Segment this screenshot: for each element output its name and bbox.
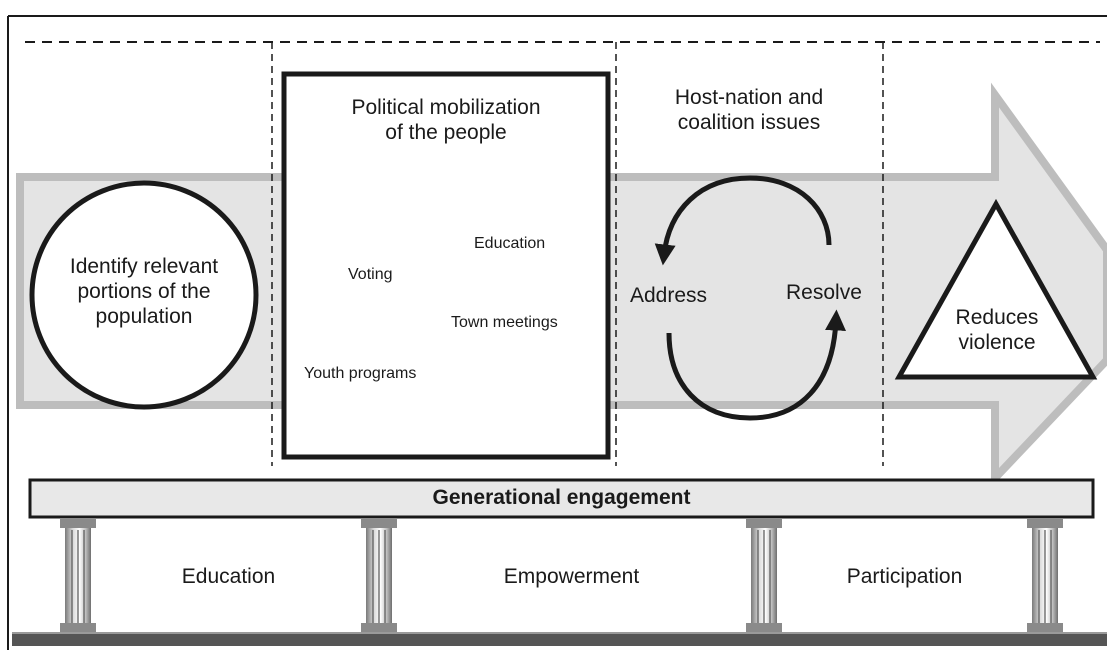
- pillar-1: [60, 519, 96, 632]
- pillar-3: [746, 519, 782, 632]
- pillar-2: [361, 519, 397, 632]
- mobilization-title-line-2: of the people: [385, 120, 507, 144]
- outcome-line-2: violence: [958, 330, 1036, 354]
- mobilization-item-voting: Voting: [348, 266, 393, 283]
- host-nation-title-line-1: Host-nation and: [674, 86, 824, 109]
- identify-line-3: population: [95, 304, 193, 328]
- mobilization-item-education: Education: [474, 235, 546, 252]
- resolve-label: Resolve: [786, 281, 862, 304]
- address-label: Address: [630, 284, 708, 307]
- host-nation-title-line-2: coalition issues: [677, 110, 821, 134]
- mobilization-box: [281, 71, 611, 460]
- pillar-label-participation: Participation: [846, 565, 963, 588]
- mobilization-item-youth-programs: Youth programs: [304, 365, 417, 382]
- cycle-arrow-bottom: [666, 309, 846, 421]
- foundation-base: [12, 632, 1107, 646]
- generational-beam: [28, 478, 1095, 519]
- mobilization-title: Political mobilization of the people: [290, 96, 602, 146]
- identify-line-1: Identify relevant: [69, 255, 219, 278]
- identify-circle: [29, 180, 259, 410]
- beam-label: Generational engagement: [432, 486, 691, 509]
- reduces-violence-triangle: [894, 198, 1098, 380]
- pillar-label-empowerment: Empowerment: [503, 565, 640, 588]
- identify-label: Identify relevant portions of the popula…: [34, 255, 254, 329]
- pillar-label-education: Education: [181, 565, 276, 588]
- pillar-4: [1027, 519, 1063, 632]
- mobilization-title-line-1: Political mobilization: [351, 96, 541, 119]
- host-nation-title: Host-nation and coalition issues: [622, 86, 876, 136]
- mobilization-item-town-meetings: Town meetings: [451, 314, 558, 331]
- identify-line-2: portions of the: [77, 279, 211, 303]
- outcome-line-1: Reduces: [955, 306, 1039, 329]
- cycle-arrow-top: [654, 175, 832, 266]
- outcome-label: Reduces violence: [929, 306, 1065, 356]
